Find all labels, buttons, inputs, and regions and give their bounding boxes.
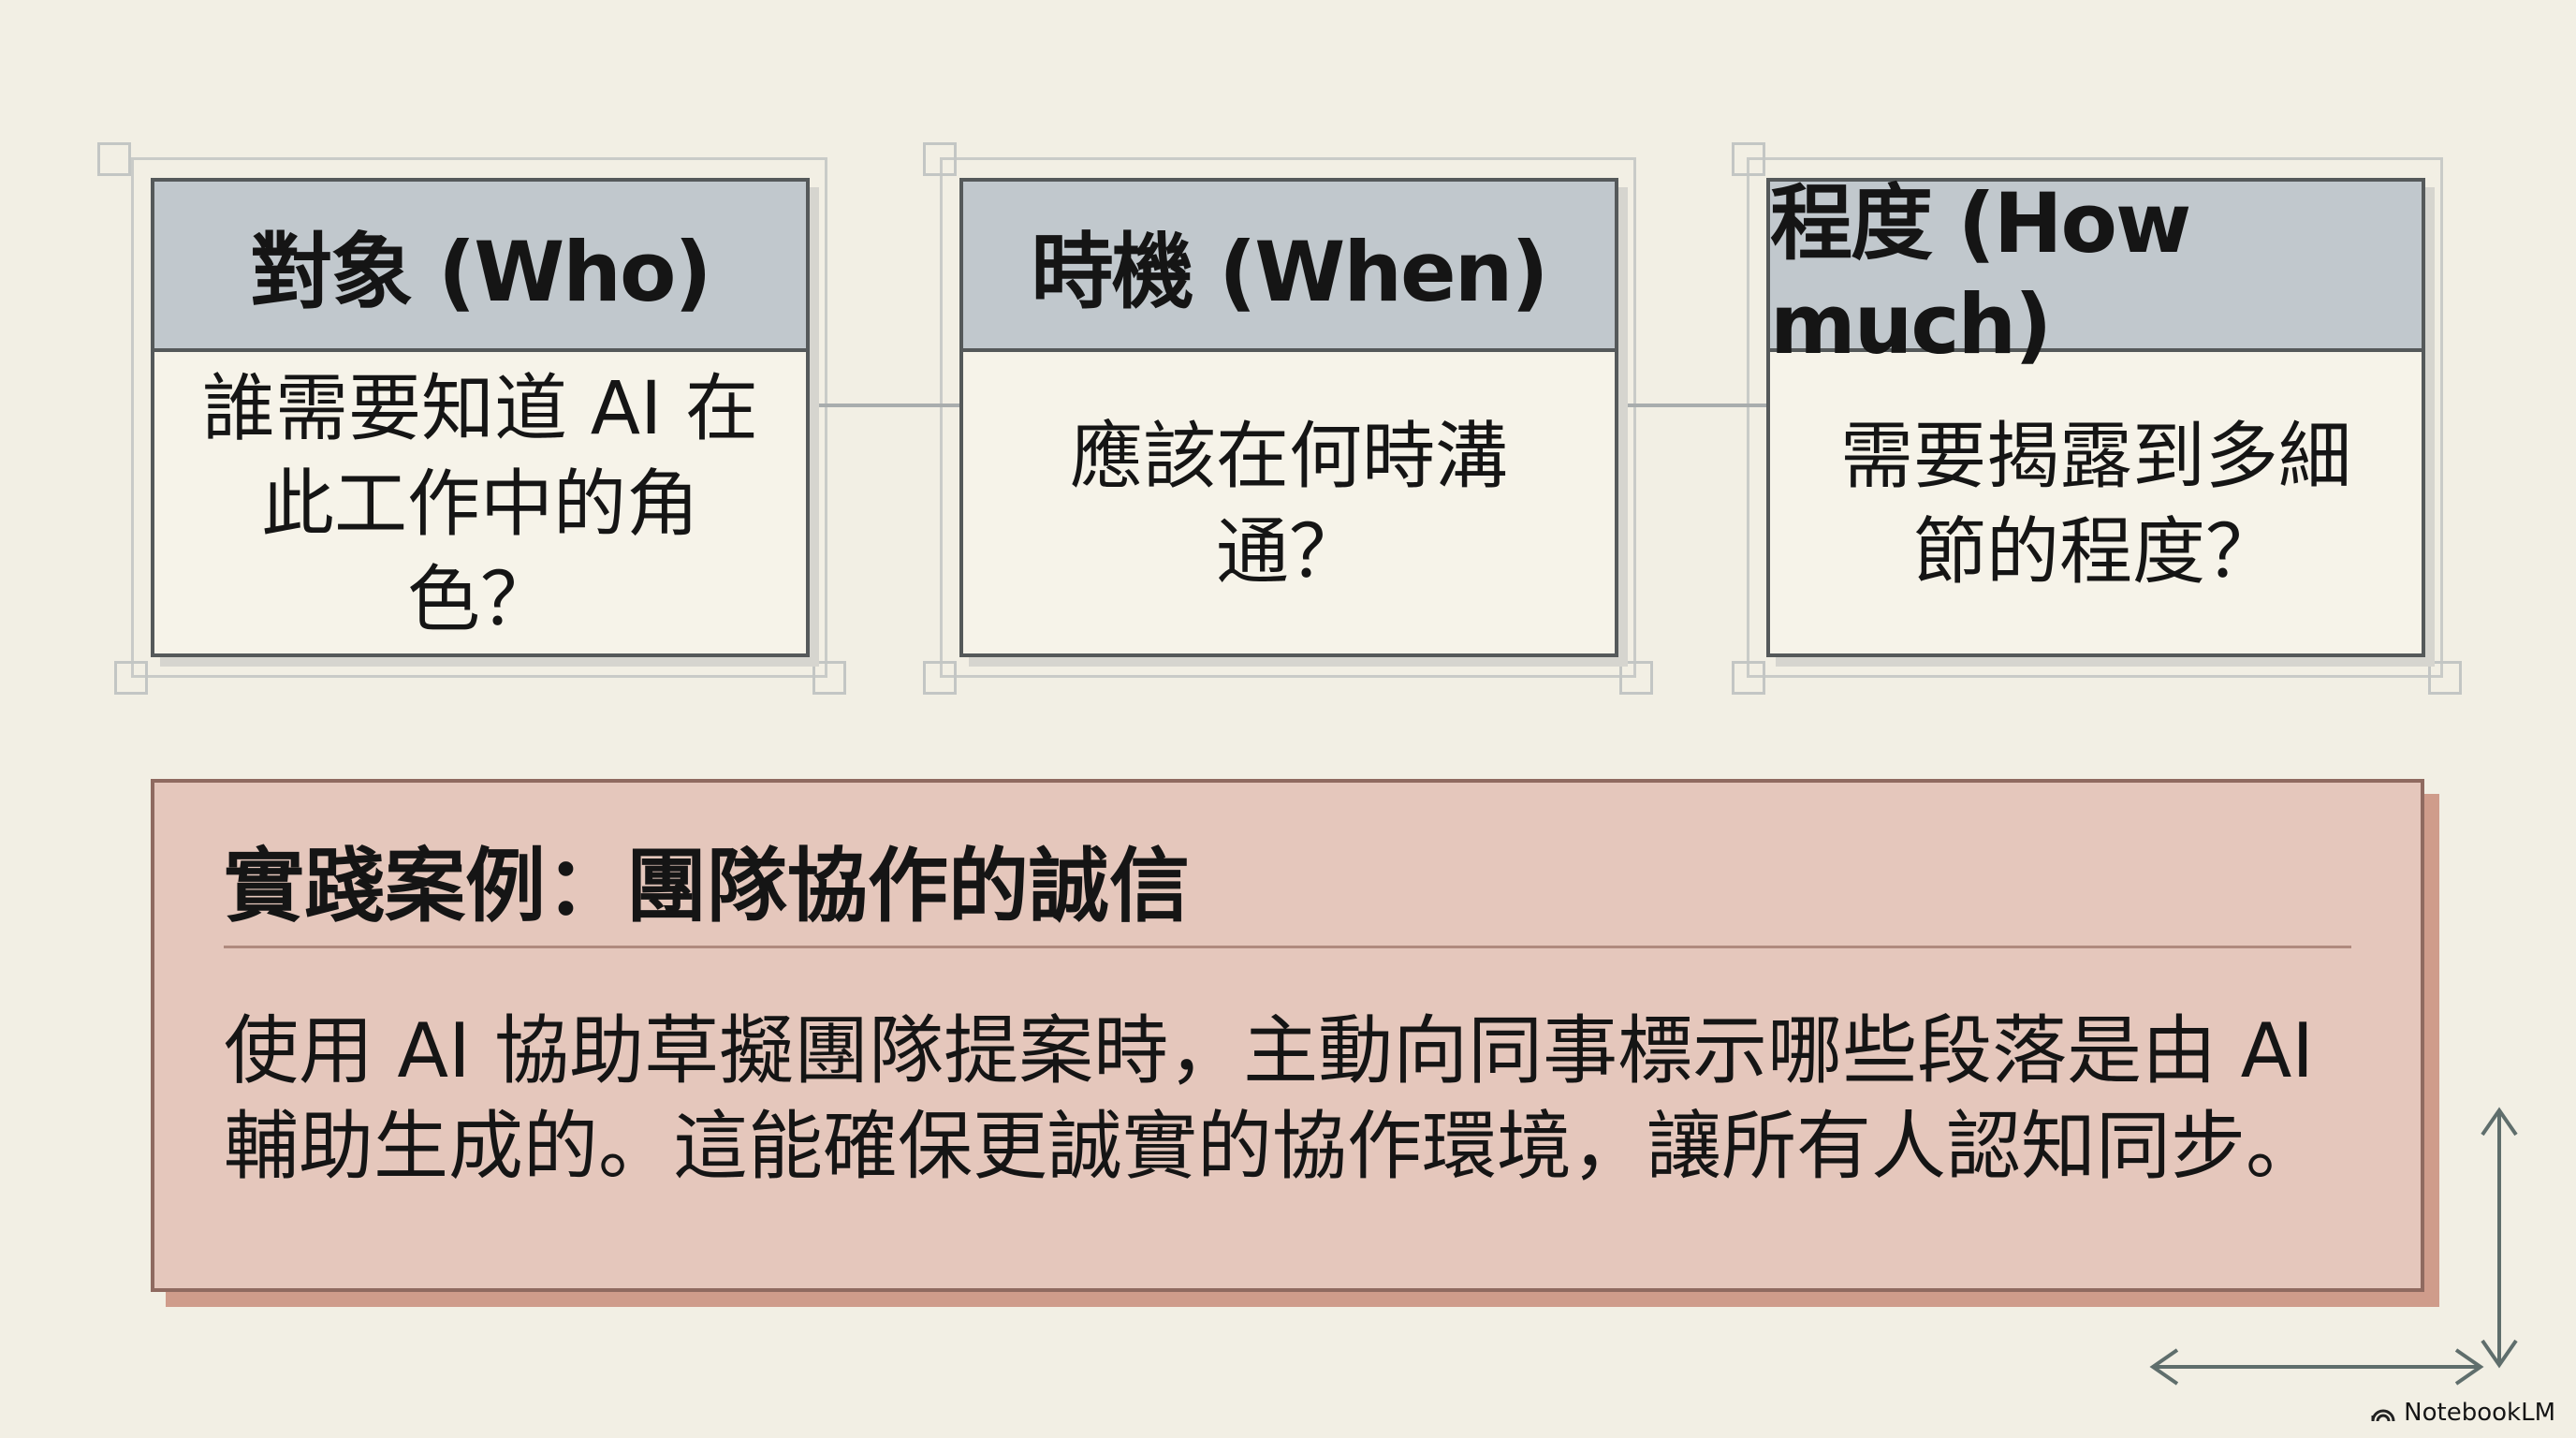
- connector-line: [810, 404, 959, 407]
- guide-frame: [1747, 157, 2443, 678]
- corner-mark: [923, 142, 957, 176]
- card-question: 應該在何時溝通？: [1069, 415, 1508, 594]
- guide-frame: [940, 157, 1636, 678]
- card-question: 需要揭露到多細節的程度？: [1839, 415, 2351, 594]
- dimension-arrows-icon: [2149, 1107, 2518, 1386]
- card-when: 時機 (When) 應該在何時溝通？: [959, 178, 1618, 657]
- divider: [224, 946, 2351, 948]
- card-how-much: 程度 (How much) 需要揭露到多細節的程度？: [1766, 175, 2425, 657]
- corner-mark: [1732, 661, 1765, 695]
- corner-mark: [812, 661, 846, 695]
- case-study-body: 使用 AI 協助草擬團隊提案時，主動向同事標示哪些段落是由 AI 輔助生成的。這…: [224, 1007, 2320, 1190]
- corner-mark: [2428, 661, 2462, 695]
- connector-line: [1618, 404, 1766, 407]
- corner-mark: [114, 661, 148, 695]
- corner-mark: [1732, 142, 1765, 176]
- card-title: 對象 (Who): [154, 182, 806, 352]
- notebooklm-branding: NotebookLM: [2370, 1399, 2555, 1427]
- card-title: 時機 (When): [963, 182, 1615, 352]
- guide-frame: [131, 157, 827, 678]
- card-title: 程度 (How much): [1770, 175, 2422, 373]
- corner-mark: [923, 661, 957, 695]
- case-study-title: 實踐案例：團隊協作的誠信: [224, 840, 1190, 933]
- corner-mark: [97, 142, 131, 176]
- notebooklm-logo-icon: [2371, 1409, 2395, 1422]
- card-question: 誰需要知道 AI 在此工作中的角色？: [202, 367, 758, 642]
- corner-mark: [1619, 661, 1653, 695]
- case-study-box: 實踐案例：團隊協作的誠信 使用 AI 協助草擬團隊提案時，主動向同事標示哪些段落…: [151, 779, 2424, 1292]
- card-who: 對象 (Who) 誰需要知道 AI 在此工作中的角色？: [151, 178, 810, 657]
- brand-label: NotebookLM: [2404, 1399, 2555, 1427]
